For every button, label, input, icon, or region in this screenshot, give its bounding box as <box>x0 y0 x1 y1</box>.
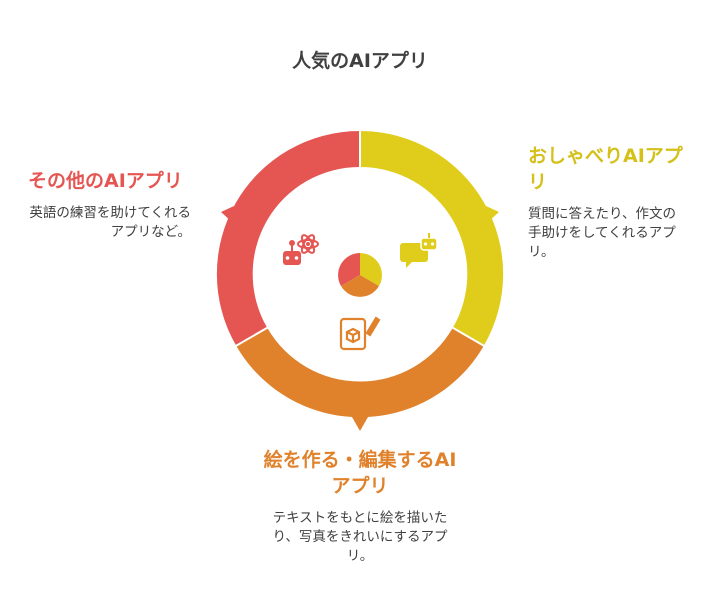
segment-heading-other: その他のAIアプリ <box>28 170 183 192</box>
ring-segment-chat <box>360 130 504 346</box>
chat-robot-icon <box>400 233 438 268</box>
ring-divider <box>234 326 269 348</box>
segment-description-other: 英語の練習を助けてくれるアプリなど。 <box>29 205 191 240</box>
segment-heading-image: 絵を作る・編集するAIアプリ <box>263 449 457 497</box>
diagram-title: 人気のAIアプリ <box>292 50 428 72</box>
pointer-arrow-image <box>352 417 368 431</box>
ring-divider <box>451 326 486 348</box>
center-pie-icon <box>338 253 382 297</box>
pointer-arrow-chat <box>486 206 499 222</box>
segment-description-chat: 質問に答えたり、作文の手助けをしてくれるアプリ。 <box>528 206 676 260</box>
robot-atom-icon <box>283 234 319 265</box>
ring-segment-image <box>236 327 484 418</box>
segment-description-image: テキストをもとに絵を描いたり、写真をきれいにするアプリ。 <box>272 510 448 564</box>
image-edit-icon <box>339 316 381 351</box>
ring-segment-other <box>216 130 360 346</box>
segment-heading-chat: おしゃべりAIアプリ <box>528 145 683 193</box>
pointer-arrow-other <box>221 206 234 222</box>
